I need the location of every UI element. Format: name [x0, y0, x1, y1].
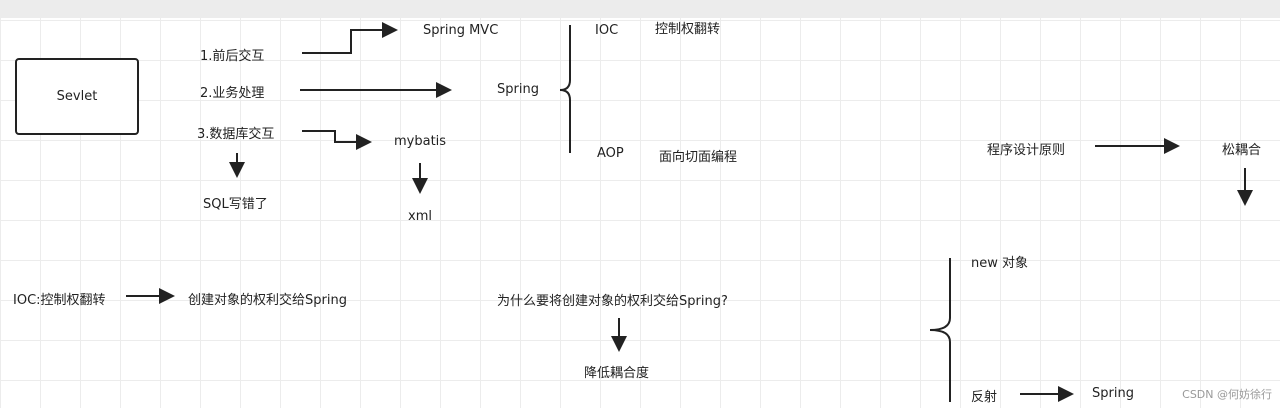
xml-label: xml	[408, 209, 432, 224]
servlet-box: Sevlet	[15, 58, 139, 135]
step1-label: 1.前后交互	[200, 49, 265, 64]
diagram-canvas	[0, 18, 1280, 408]
ioc-def-label: IOC:控制权翻转	[13, 293, 106, 308]
top-bar	[0, 0, 1280, 18]
answer-label: 降低耦合度	[584, 366, 650, 381]
principle-label: 程序设计原则	[987, 143, 1066, 158]
watermark: CSDN @何妨徐行	[1182, 388, 1272, 401]
reflection-label: 反射	[971, 390, 998, 405]
new-object-label: new 对象	[971, 256, 1029, 271]
spring-mvc-label: Spring MVC	[423, 23, 499, 38]
sql-error-label: SQL写错了	[203, 197, 268, 212]
spring-label: Spring	[497, 82, 539, 97]
question-label: 为什么要将创建对象的权利交给Spring?	[497, 294, 728, 309]
brace-new-reflection	[929, 258, 951, 402]
arrow-step1-mvc	[302, 22, 398, 54]
ioc-def-desc-label: 创建对象的权利交给Spring	[188, 293, 347, 308]
servlet-label: Sevlet	[56, 89, 98, 104]
ioc-desc-label: 控制权翻转	[655, 22, 721, 37]
aop-desc-label: 面向切面编程	[659, 150, 738, 165]
step3-label: 3.数据库交互	[197, 127, 275, 142]
brace-spring	[559, 25, 571, 153]
aop-label: AOP	[597, 146, 624, 161]
arrow-step3-mybatis	[302, 130, 372, 150]
mybatis-label: mybatis	[394, 134, 447, 149]
spring2-label: Spring	[1092, 386, 1134, 401]
loose-coupling-label: 松耦合	[1222, 143, 1262, 158]
step2-label: 2.业务处理	[200, 86, 265, 101]
ioc-label: IOC	[595, 23, 619, 38]
